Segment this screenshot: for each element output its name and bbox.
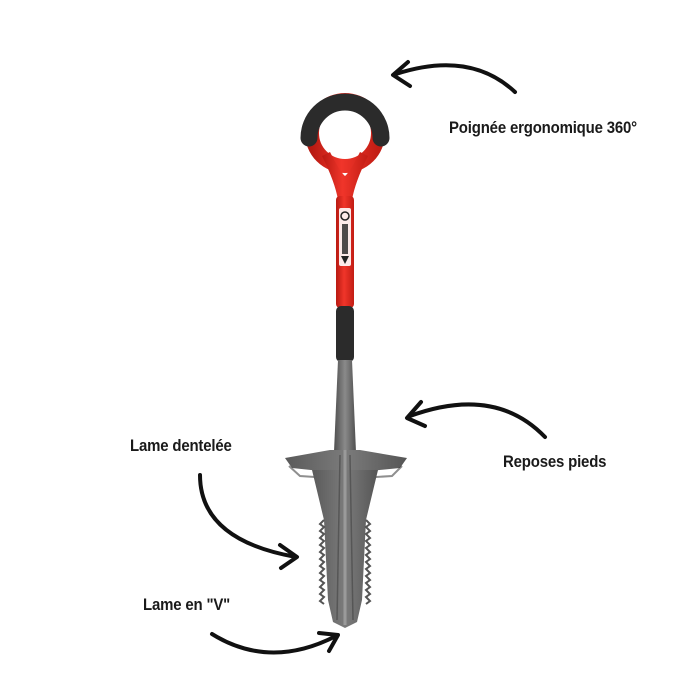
- callout-serrated-blade: Lame dentelée: [130, 436, 232, 455]
- callout-handle: Poignée ergonomique 360°: [449, 118, 637, 137]
- arrow-footrest: [405, 400, 547, 439]
- steel-neck: [334, 360, 356, 452]
- shaft-label: [339, 208, 351, 266]
- arrow-v-blade: [210, 631, 340, 655]
- callout-footrest: Reposes pieds: [503, 452, 607, 471]
- blade: [285, 450, 407, 628]
- arrow-handle: [391, 60, 517, 94]
- lower-grip: [336, 306, 354, 362]
- callout-v-blade: Lame en "V": [143, 595, 231, 614]
- ring-handle: [300, 93, 390, 200]
- arrow-serrated-blade: [198, 473, 299, 570]
